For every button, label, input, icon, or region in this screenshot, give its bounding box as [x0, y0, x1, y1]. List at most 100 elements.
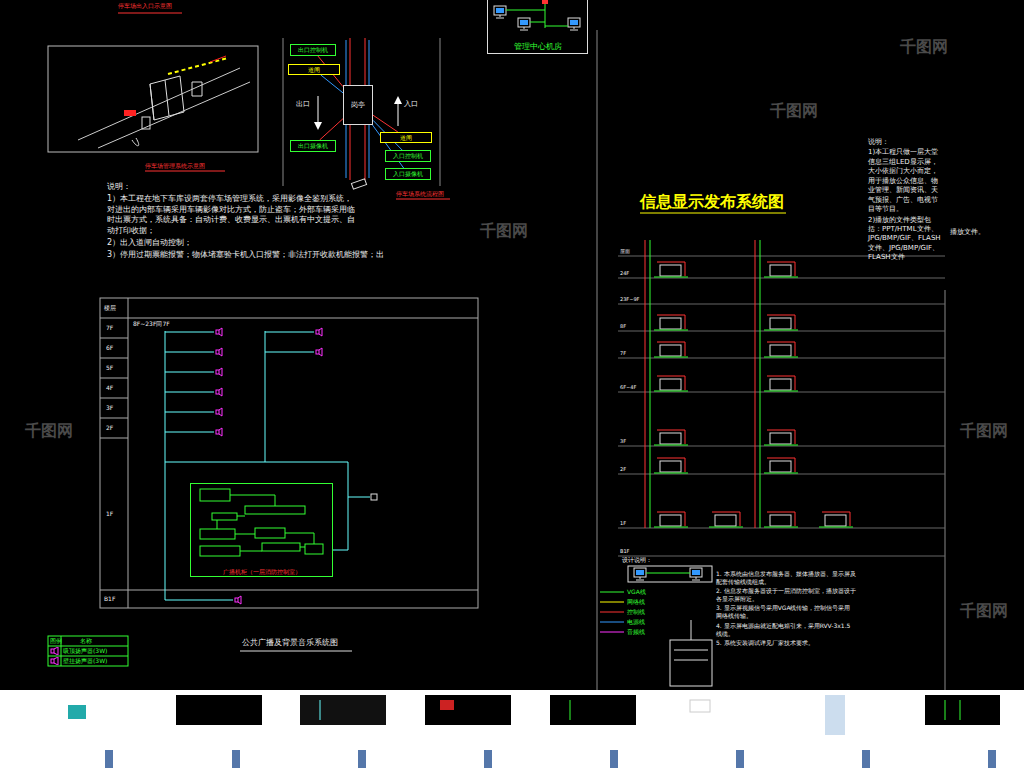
label-anchor: 1)本工程只做一层大堂信息三组LED显示屏，大小依据门大小而定，用于播放公众信息… — [868, 148, 942, 214]
label-anchor: 3F — [106, 404, 113, 412]
label-anchor: 1. 本系统由信息发布服务器、媒体播放器、显示屏及配套传输线缆组成。 — [716, 570, 856, 586]
label-anchor: 千图网 — [960, 600, 1008, 622]
legend-sample — [600, 618, 624, 626]
label-anchor: 4. 显示屏电源由就近配电箱引来，采用RVV-3x1.5线缆。 — [716, 622, 856, 638]
label-anchor: 2. 信息发布服务器设于一层消防控制室，播放器设于各显示屏附近。 — [716, 587, 856, 603]
floor-note: 8F~23F同7F — [133, 320, 170, 328]
device-box: 出口控制机 — [290, 44, 336, 56]
label-anchor: B1F — [620, 548, 630, 555]
label-anchor: 千图网 — [480, 220, 528, 242]
legend-header: 名称 — [80, 637, 92, 645]
line-sample — [600, 612, 624, 613]
label-anchor: 1）本工程在地下车库设两套停车场管理系统，采用影像全鉴别系统，对进出的内部车辆采… — [107, 194, 357, 237]
floor-label: B1F — [104, 595, 115, 603]
note-text: 播放文件。 — [950, 228, 985, 237]
floor-label: 2F — [106, 424, 113, 432]
label-anchor: 23F~9F — [620, 296, 640, 303]
label-anchor: 停车场管理系统示意图 — [145, 162, 205, 170]
legend-row: 控制线 — [600, 608, 645, 616]
figure-caption: 停车场管理系统示意图 — [145, 162, 205, 170]
label-anchor: 千图网 — [770, 100, 818, 122]
floor-label: 6F~4F — [620, 384, 636, 391]
label-anchor: 2）出入道闸自动控制； — [107, 238, 192, 249]
label-anchor: 3）停用过期票能报警；物体堵塞验卡机入口报警；非法打开收款机能报警；出 — [107, 250, 417, 261]
rack-box: 广播机柜（一层消防控制室） — [190, 483, 333, 577]
legend-row: VGA线 — [600, 588, 646, 596]
floor-label: B1F — [620, 548, 630, 555]
device-box: 出口摄像机 — [290, 140, 336, 152]
booth-box: 岗亭 — [343, 85, 373, 125]
legend-sample — [50, 647, 59, 655]
note-text: 4. 显示屏电源由就近配电箱引来，采用RVV-3x1.5线缆。 — [716, 622, 856, 638]
device-box: 入口摄像机 — [385, 168, 431, 180]
node-text: 道闸 — [308, 66, 320, 73]
line-sample — [600, 622, 624, 623]
label-anchor: 2F — [620, 466, 626, 473]
watermark: 千图网 — [960, 420, 1008, 442]
floor-label: 屋面 — [620, 248, 630, 255]
floor-label: 2F — [620, 466, 626, 473]
label-anchor: 2)播放的文件类型包括：PPT/HTML文件、JPG/BMP/GIF、FLASH… — [868, 216, 942, 263]
barrier-bar: 道闸 — [288, 64, 340, 75]
label-anchor: 1F — [620, 520, 626, 527]
note-text: 3）停用过期票能报警；物体堵塞验卡机入口报警；非法打开收款机能报警；出 — [107, 250, 417, 261]
device-box: 入口控制机 — [385, 150, 431, 162]
watermark: 千图网 — [900, 36, 948, 58]
note-heading: 说明： — [107, 182, 131, 193]
legend-text: VGA线 — [627, 588, 646, 595]
connector — [320, 119, 343, 140]
diagram-title: 信息显示发布系统图 — [640, 192, 784, 211]
speaker-symbol — [51, 659, 54, 663]
note-text: 1）本工程在地下车库设两套停车场管理系统，采用影像全鉴别系统，对进出的内部车辆采… — [107, 194, 357, 237]
label-anchor: 2F — [106, 424, 113, 432]
note-text: 2）出入道闸自动控制； — [107, 238, 192, 249]
figure-caption: 停车场出入口示意图 — [118, 2, 172, 10]
label-anchor: 千图网 — [25, 420, 73, 442]
connector — [321, 75, 343, 93]
legend-text: 网络线 — [627, 598, 645, 605]
floor-label: 4F — [106, 384, 113, 392]
legend-row: 吸顶扬声器(3W) — [50, 647, 107, 655]
legend-row: 电源线 — [600, 618, 645, 626]
note-heading: 说明： — [868, 138, 889, 147]
node-text: 出口控制机 — [298, 46, 328, 53]
barrier-bar: 道闸 — [380, 132, 432, 143]
label-anchor: 7F — [106, 324, 113, 332]
floor-label: 8F — [620, 323, 626, 330]
floor-label: 1F — [620, 520, 626, 527]
label-anchor: 停车场系统流程图 — [396, 190, 444, 198]
floor-label: 24F — [620, 270, 629, 277]
figure-caption: 停车场系统流程图 — [396, 190, 444, 198]
node-text: 道闸 — [400, 134, 412, 141]
label-anchor: 8F~23F同7F — [133, 320, 170, 328]
label-anchor: B1F — [104, 595, 115, 603]
floor-label: 5F — [106, 364, 113, 372]
floor-label: 7F — [620, 350, 626, 357]
floor-label: 3F — [106, 404, 113, 412]
diagram-title: 公共广播及背景音乐系统图 — [242, 638, 338, 649]
label-anchor: 1F — [106, 510, 113, 518]
title-anchor: 信息显示发布系统图 — [640, 192, 784, 211]
note-text: 3. 显示屏视频信号采用VGA线传输，控制信号采用网络线传输。 — [716, 604, 856, 620]
legend-sample — [600, 628, 624, 636]
node-text: 管理中心机房 — [514, 42, 562, 52]
floor-label: 6F — [106, 344, 113, 352]
label-anchor: 屋面 — [620, 248, 630, 255]
label-anchor: 图例 — [50, 637, 62, 645]
label-anchor: 公共广播及背景音乐系统图 — [242, 638, 338, 649]
floor-label: 23F~9F — [620, 296, 640, 303]
watermark: 千图网 — [25, 420, 73, 442]
room-box: 管理中心机房 — [487, 0, 588, 54]
legend-sample — [600, 608, 624, 616]
label-anchor: 24F — [620, 270, 629, 277]
label-anchor: 3. 显示屏视频信号采用VGA线传输，控制信号采用网络线传输。 — [716, 604, 856, 620]
watermark: 千图网 — [480, 220, 528, 242]
legend-row: 壁挂扬声器(3W) — [50, 657, 107, 665]
node-text: 入口控制机 — [393, 152, 423, 159]
line-sample — [600, 592, 624, 593]
label-anchor: 7F — [620, 350, 626, 357]
label-anchor: 8F — [620, 323, 626, 330]
floor-label: 1F — [106, 510, 113, 518]
